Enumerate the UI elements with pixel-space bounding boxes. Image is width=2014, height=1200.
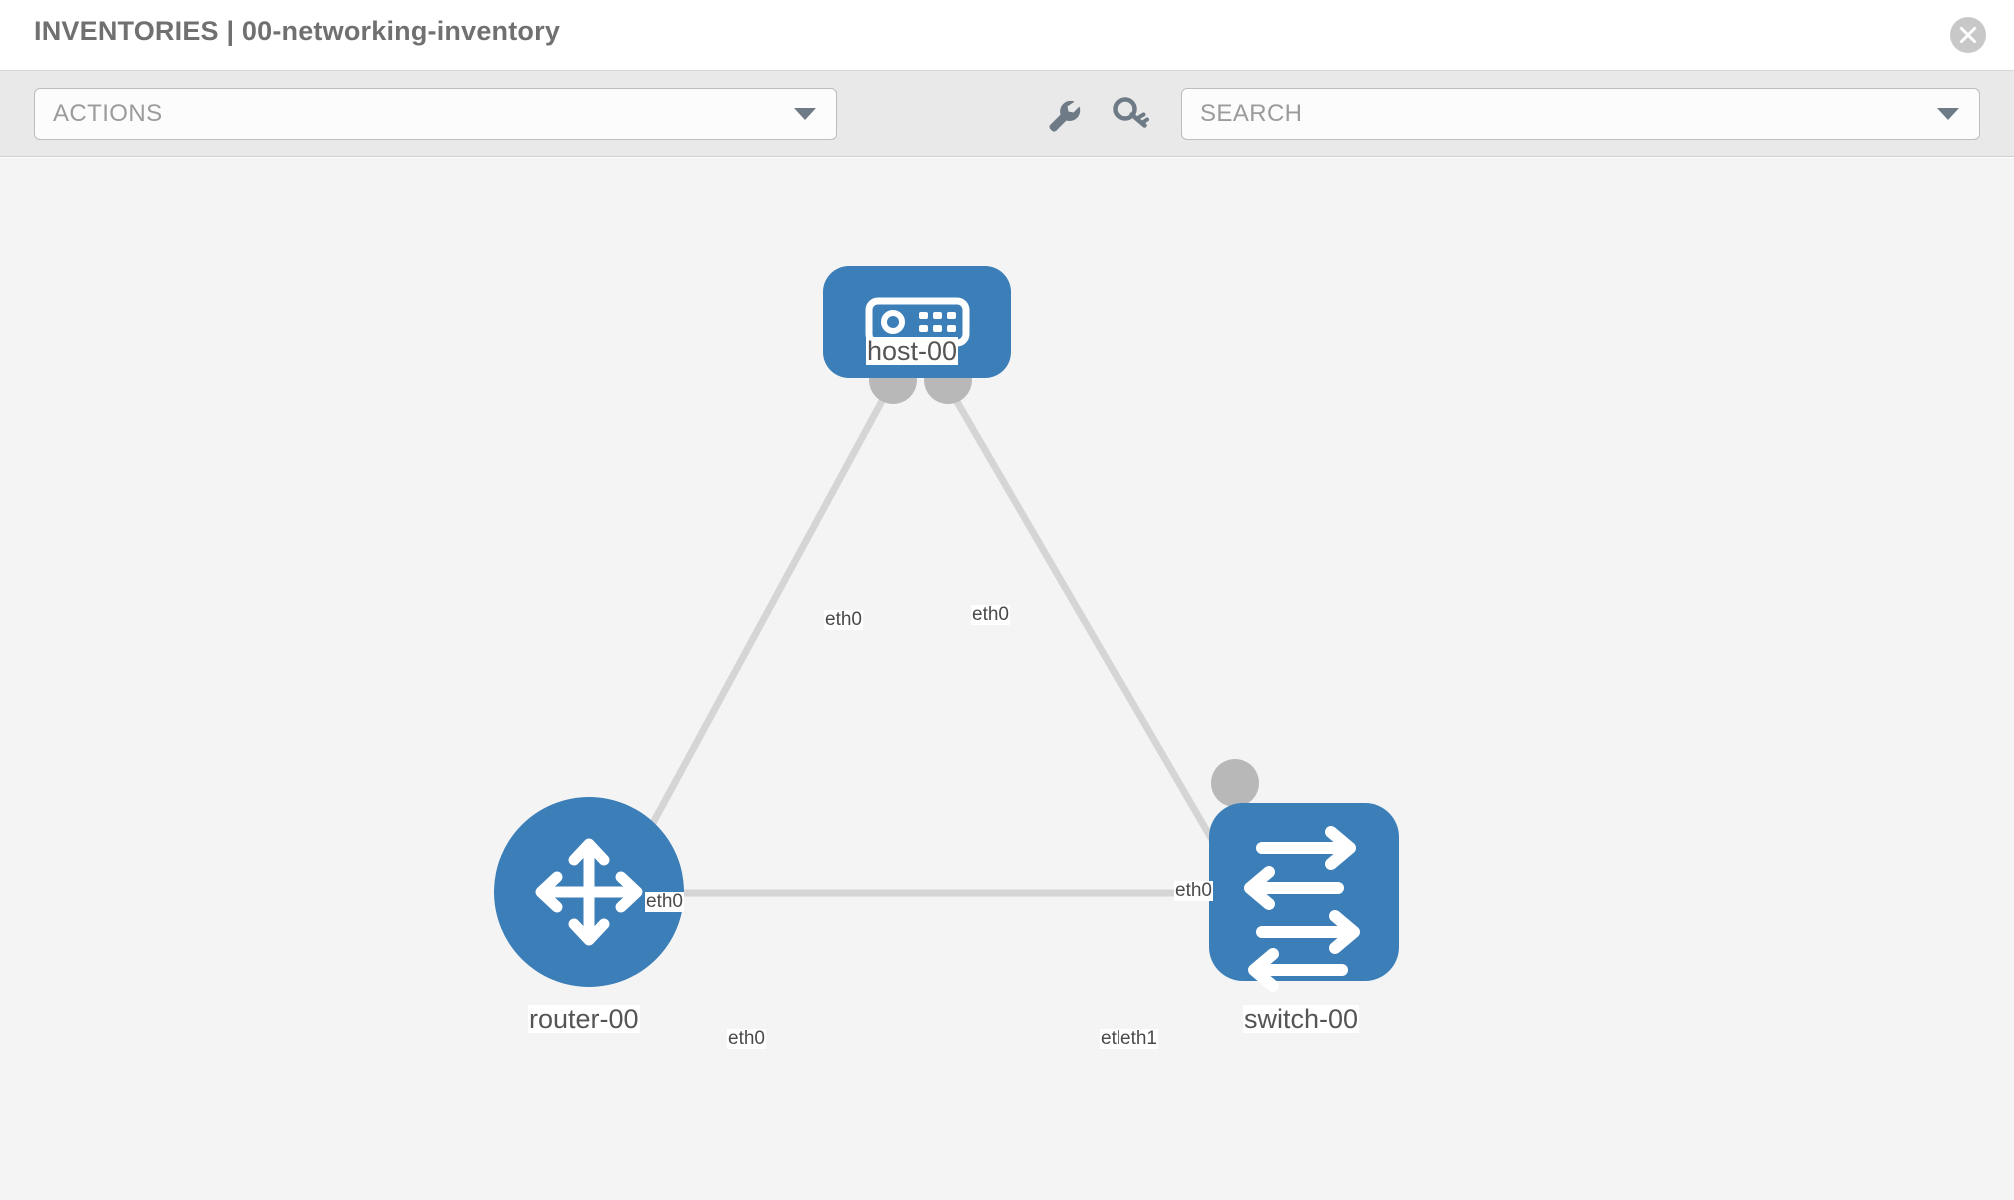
iface-label-router-eth0: eth0 [727,1028,766,1049]
search-input[interactable]: SEARCH [1181,88,1980,140]
link-connectors [604,356,1259,910]
actions-dropdown[interactable]: ACTIONS [34,88,837,140]
chevron-down-icon [794,108,816,120]
iface-label-host-eth0-left: eth0 [824,609,863,630]
link-host-switch[interactable] [945,386,1247,895]
wrench-icon[interactable] [1042,93,1084,135]
node-switch-00[interactable] [1209,803,1399,992]
close-icon[interactable] [1950,17,1986,53]
switch-arrows-icon [1244,826,1360,992]
page-header: INVENTORIES | 00-networking-inventory [0,0,2014,71]
node-label-router-00: router-00 [528,1004,640,1034]
iface-label-router-eth0-uplink: eth0 [645,891,684,912]
link-lines [611,386,1247,897]
chevron-down-icon [1937,108,1959,120]
iface-label-switch-eth0-uplink: eth0 [1174,880,1213,901]
search-placeholder: SEARCH [1200,100,1303,127]
node-router-00[interactable] [494,797,684,987]
router-arrows-icon [535,838,643,946]
iface-label-switch-eth1: eth1 [1119,1028,1158,1049]
link-host-router[interactable] [611,386,893,895]
page-title: INVENTORIES | 00-networking-inventory [34,16,561,46]
key-icon[interactable] [1110,93,1152,135]
actions-dropdown-label: ACTIONS [53,100,163,127]
connector-dot[interactable] [1211,759,1259,807]
iface-label-host-eth0-right: eth0 [971,604,1010,625]
topology-graph [494,266,1399,992]
node-label-host-00: host-00 [866,336,959,366]
node-label-switch-00: switch-00 [1243,1004,1360,1034]
toolbar: ACTIONS SEARCH [0,71,2014,157]
topology-canvas[interactable]: host-00 router-00 switch-00 eth0 eth0 et… [0,158,2014,1200]
